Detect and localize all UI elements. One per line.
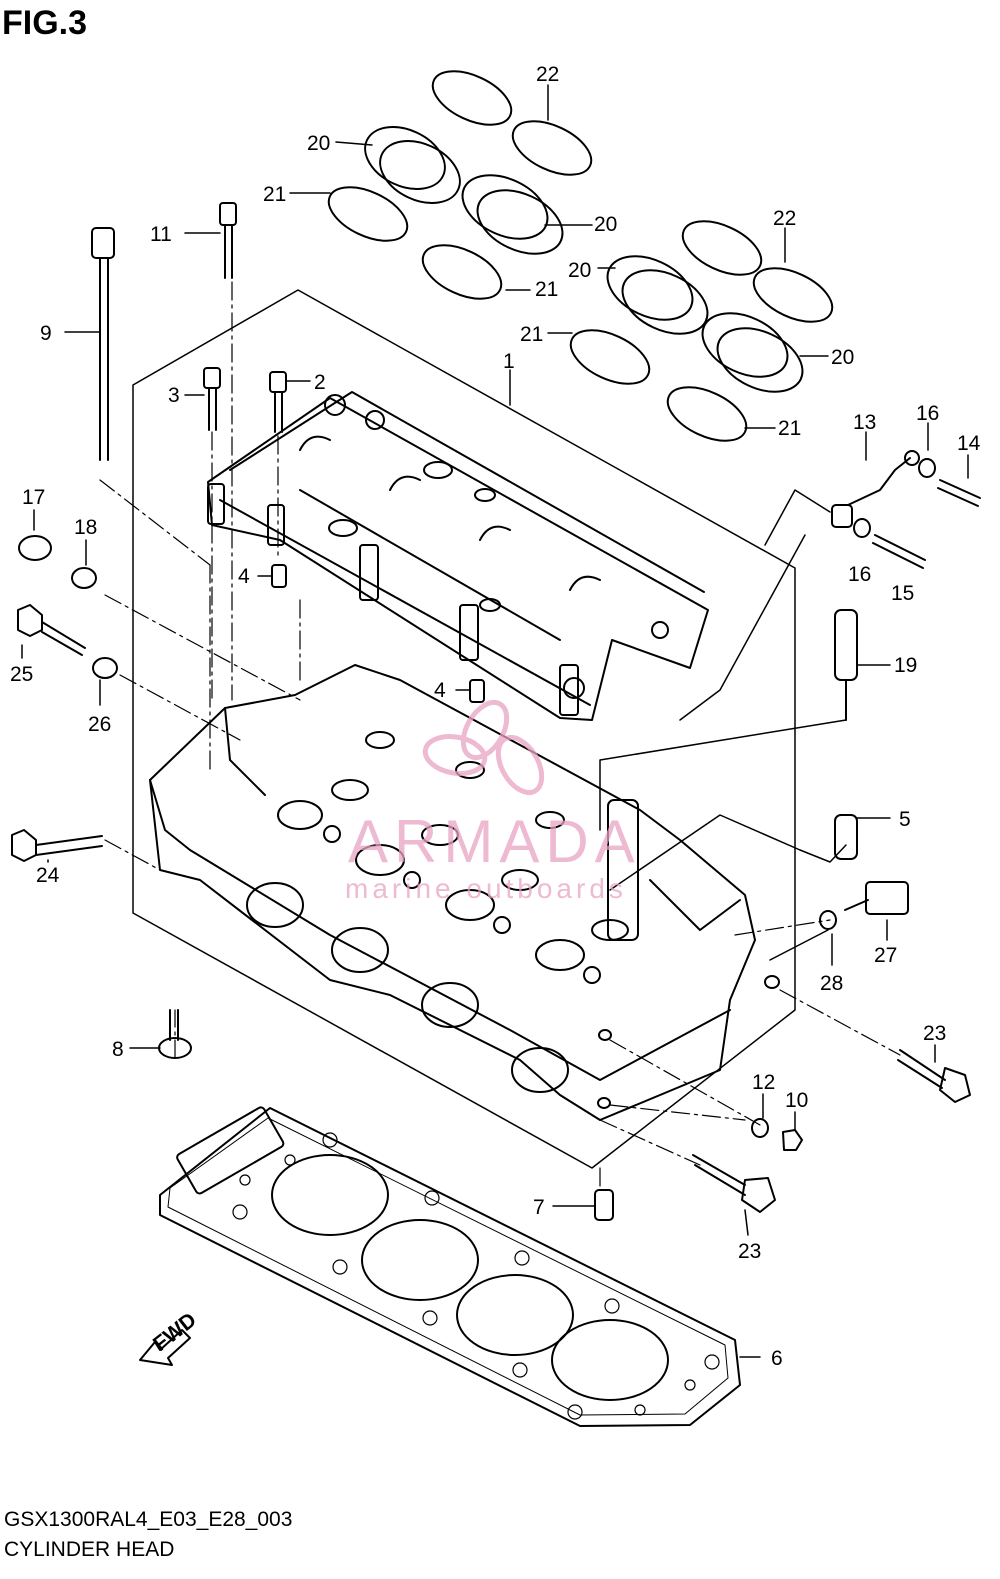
callout-2: 2 bbox=[314, 371, 326, 394]
callout-20: 20 bbox=[568, 259, 591, 282]
callout-5: 5 bbox=[899, 808, 911, 831]
callout-14: 14 bbox=[957, 432, 981, 455]
callout-16: 16 bbox=[848, 563, 871, 586]
callout-4: 4 bbox=[238, 565, 250, 588]
callout-9: 9 bbox=[40, 322, 52, 345]
callout-3: 3 bbox=[168, 384, 180, 407]
callout-labels: 1 2 3 4 4 5 6 7 8 9 10 11 12 13 14 15 16… bbox=[10, 63, 981, 1370]
watermark-brand: ARMADA bbox=[348, 808, 641, 875]
fwd-arrow-icon bbox=[139, 1329, 191, 1366]
intake-boots-and-clamps bbox=[327, 70, 834, 442]
callout-7: 7 bbox=[533, 1196, 545, 1219]
callout-12: 12 bbox=[752, 1071, 775, 1094]
leader-lines bbox=[21, 84, 969, 1358]
camshaft-holder bbox=[207, 391, 709, 721]
callout-15: 15 bbox=[891, 582, 914, 605]
callout-28: 28 bbox=[820, 972, 843, 995]
callout-22: 22 bbox=[536, 63, 559, 86]
callout-21: 21 bbox=[263, 183, 286, 206]
head-gasket bbox=[159, 1106, 741, 1427]
callout-27: 27 bbox=[874, 944, 897, 967]
callout-10: 10 bbox=[785, 1089, 808, 1112]
alignment-lines bbox=[99, 281, 901, 1191]
callout-17: 17 bbox=[22, 486, 45, 509]
callout-23: 23 bbox=[923, 1022, 946, 1045]
diagram-name: CYLINDER HEAD bbox=[4, 1538, 175, 1561]
watermark-tagline: marine outboards bbox=[345, 873, 627, 904]
callout-21: 21 bbox=[520, 323, 543, 346]
callout-13: 13 bbox=[853, 411, 876, 434]
callout-20: 20 bbox=[831, 346, 854, 369]
fasteners bbox=[11, 202, 981, 1221]
callout-6: 6 bbox=[771, 1347, 783, 1370]
callout-24: 24 bbox=[36, 864, 60, 887]
callout-21: 21 bbox=[535, 278, 558, 301]
cylinder-head bbox=[149, 664, 780, 1121]
callout-18: 18 bbox=[74, 516, 97, 539]
callout-4: 4 bbox=[434, 679, 446, 702]
callout-20: 20 bbox=[307, 132, 330, 155]
callout-21: 21 bbox=[778, 417, 801, 440]
callout-19: 19 bbox=[894, 654, 917, 677]
callout-23: 23 bbox=[738, 1240, 761, 1263]
callout-1: 1 bbox=[503, 350, 515, 373]
callout-11: 11 bbox=[150, 223, 172, 246]
callout-8: 8 bbox=[112, 1038, 124, 1061]
callout-22: 22 bbox=[773, 207, 796, 230]
watermark: ARMADA marine outboards bbox=[345, 700, 641, 904]
assembly-outline bbox=[132, 289, 796, 1169]
callout-16: 16 bbox=[916, 402, 939, 425]
diagram-code: GSX1300RAL4_E03_E28_003 bbox=[4, 1508, 293, 1531]
callout-26: 26 bbox=[88, 713, 111, 736]
callout-20: 20 bbox=[594, 213, 617, 236]
figure-label: FIG.3 bbox=[2, 4, 88, 42]
callout-25: 25 bbox=[10, 663, 33, 686]
